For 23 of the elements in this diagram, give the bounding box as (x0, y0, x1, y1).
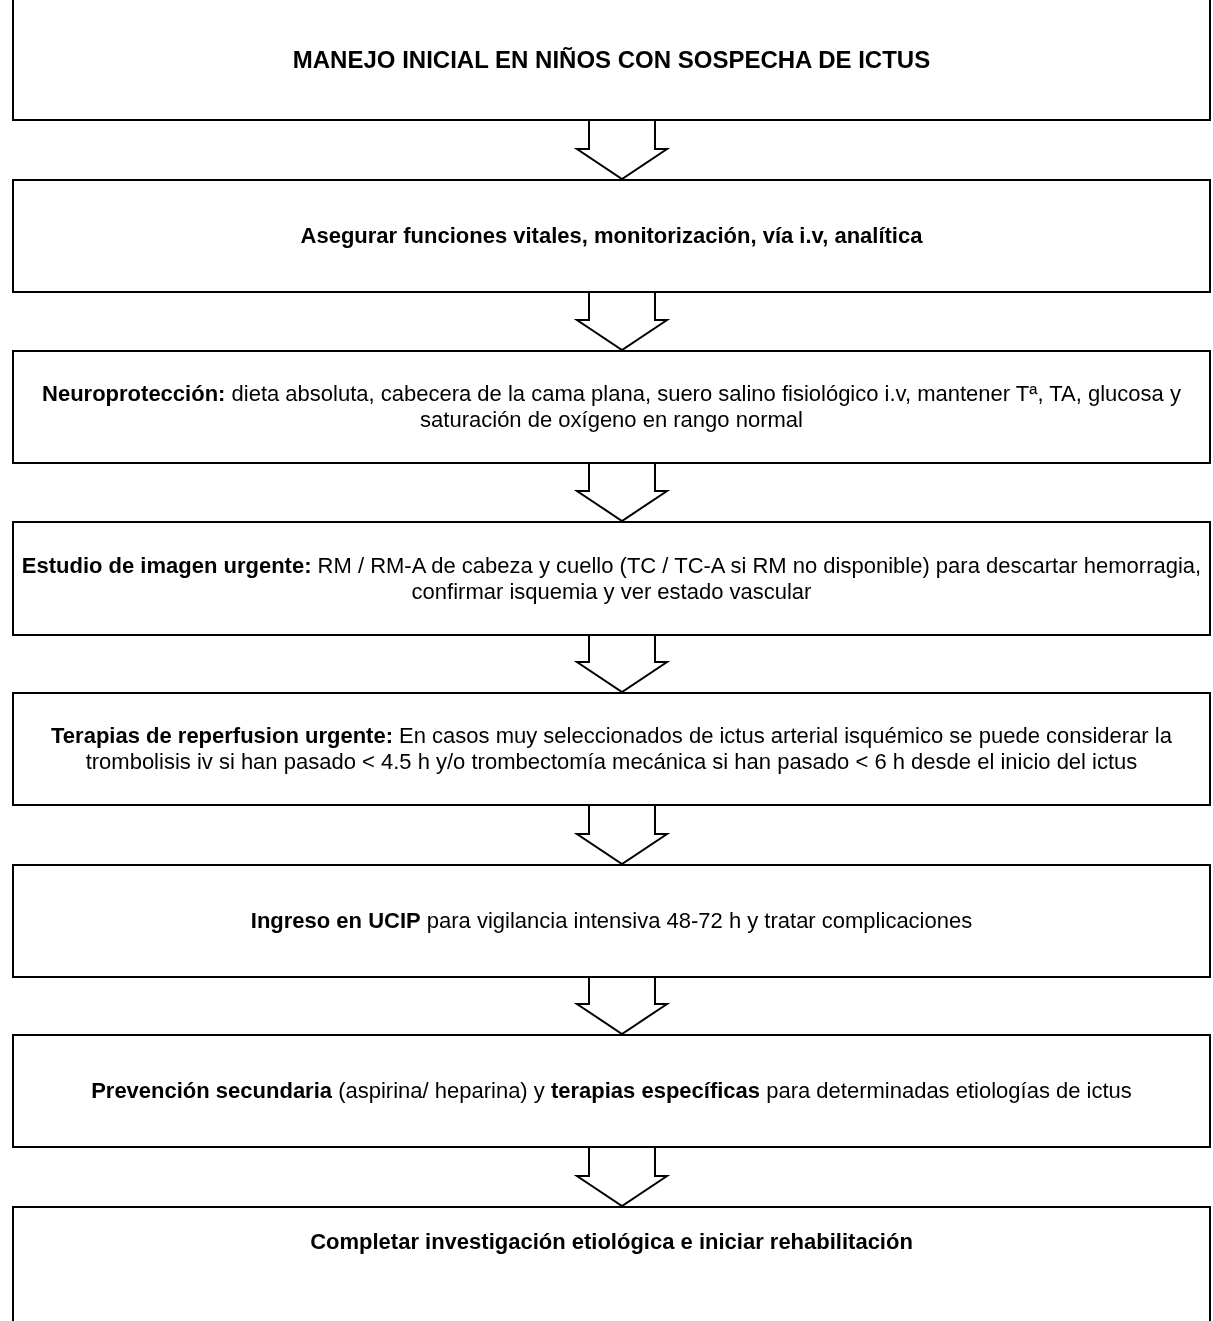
block-arrow (573, 120, 671, 181)
step-text: MANEJO INICIAL EN NIÑOS CON SOSPECHA DE ICTUS (292, 46, 931, 73)
process-box (12, 864, 1211, 978)
step-text: Neuroprotección: dieta absoluta, cabecera de la cama plana, suero salino fisiológico i.v, mantener Tª, TA, glucosa y saturación de oxígeno en rango normal (41, 381, 1182, 433)
step-text: Asegurar funciones vitales, monitorización, vía i.v, analítica (300, 223, 923, 249)
step-text: Completar investigación etiológica e iniciar rehabilitación (310, 1229, 913, 1255)
step-text: Prevención secundaria (aspirina/ heparina) y terapias específicas para determinadas etiologías de ictus (91, 1078, 1132, 1104)
process-box (12, 0, 1211, 121)
step-text: Ingreso en UCIP para vigilancia intensiva 48-72 h y tratar complicaciones (250, 908, 973, 934)
process-box (12, 521, 1211, 636)
block-arrow (573, 805, 671, 866)
block-arrow (573, 977, 671, 1036)
step-text: Terapias de reperfusion urgente: En casos muy seleccionados de ictus arterial isquémico se puede considerar la trombolisis iv si han pasado < 4.5 h y/o trombectomía mecánica si han pasado < 6 h desde el inicio del ictus (50, 723, 1173, 775)
process-box (12, 179, 1211, 293)
block-arrow (573, 292, 671, 352)
process-box (12, 350, 1211, 464)
block-arrow (573, 1147, 671, 1208)
step-text: Estudio de imagen urgente: RM / RM-A de cabeza y cuello (TC / TC-A si RM no disponible) para descartar hemorragia, confirmar isquemia y ver estado vascular (20, 552, 1203, 605)
process-box (12, 1034, 1211, 1148)
process-box (12, 692, 1211, 806)
process-box (12, 1206, 1211, 1321)
block-arrow (573, 635, 671, 694)
block-arrow (573, 463, 671, 523)
